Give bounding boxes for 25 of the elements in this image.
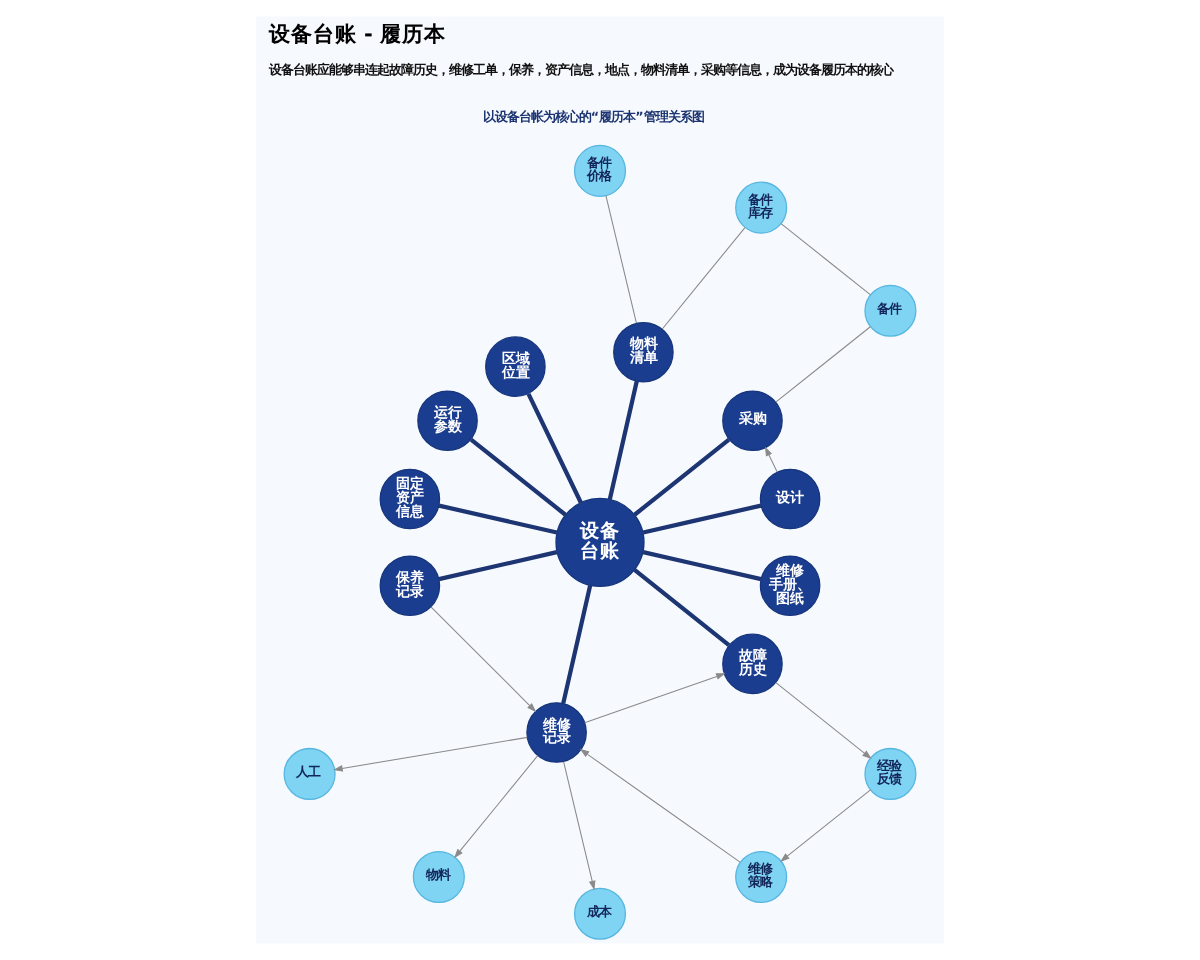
connector — [607, 380, 639, 500]
arrow — [584, 673, 726, 724]
arrow — [333, 736, 528, 772]
diagram-title: 设备台账 - 履历本 — [268, 22, 447, 47]
arrow — [454, 755, 539, 859]
arrow — [563, 761, 596, 891]
connector — [469, 437, 567, 517]
connector — [642, 550, 762, 582]
arrow — [775, 682, 872, 760]
connector — [438, 550, 558, 582]
connector — [633, 568, 731, 647]
connector — [438, 503, 558, 535]
arrow — [430, 606, 537, 713]
arrow — [764, 446, 778, 473]
connector — [561, 585, 593, 704]
connector — [633, 437, 731, 517]
connector — [775, 326, 871, 403]
arrow — [780, 789, 871, 862]
connector — [526, 392, 583, 504]
connector — [605, 195, 637, 324]
connector — [661, 227, 746, 330]
connector — [642, 503, 762, 535]
arrow — [579, 748, 741, 863]
connector — [780, 223, 871, 296]
node-circle: 设备台账 — [555, 497, 645, 587]
